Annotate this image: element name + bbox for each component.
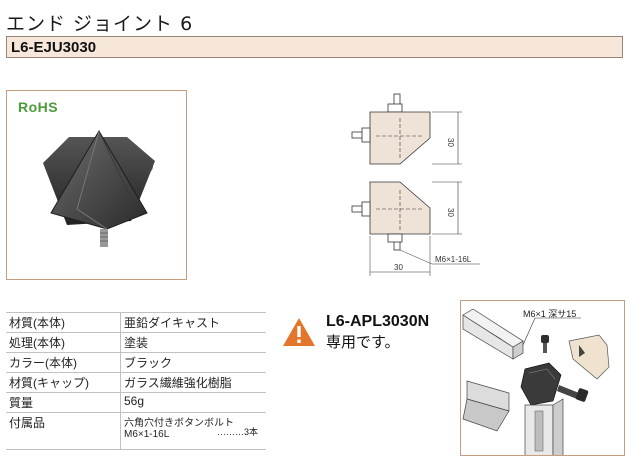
spec-key: 処理(本体) [6, 332, 121, 353]
spec-value: 56g [124, 394, 145, 408]
spec-key: 付属品 [6, 412, 121, 450]
spec-key: カラー(本体) [6, 352, 121, 373]
table-row: 付属品 六角穴付きボタンボルト M6×1-16L [6, 412, 266, 450]
notice-product-code: L6-APL3030N [326, 313, 430, 330]
dim-width: 30 [394, 263, 403, 272]
product-photo-panel: RoHS [6, 90, 187, 280]
table-row: 材質(キャップ) ガラス繊維強化樹脂 [6, 372, 266, 393]
dim-height-top: 30 [446, 138, 455, 147]
spec-value: ブラック [124, 356, 173, 370]
product-code-bar: L6-EJU3030 [6, 36, 623, 58]
spec-value: ガラス繊維強化樹脂 [124, 376, 232, 390]
spec-value: 六角穴付きボタンボルト M6×1-16L [124, 418, 234, 440]
product-photo [43, 130, 155, 247]
rohs-logo: RoHS [18, 99, 59, 115]
drawing-top-view: 30 [351, 93, 462, 165]
assembly-illustration [462, 308, 610, 455]
table-row: 処理(本体) 塗装 [6, 332, 266, 353]
table-row: 質量 56g [6, 392, 266, 413]
spec-table: 材質(本体) 亜鉛ダイキャスト 処理(本体) 塗装 カラー(本体) ブラック 材… [6, 312, 266, 450]
installation-illustration: M6×1 深サ15 [460, 300, 625, 456]
bolt-spec-label: M6×1-16L [435, 255, 472, 264]
tap-spec-label: M6×1 深サ15 [523, 309, 577, 319]
dim-height-bottom: 30 [446, 208, 455, 217]
spec-value: 亜鉛ダイキャスト [124, 316, 221, 330]
table-row: 材質(本体) 亜鉛ダイキャスト [6, 312, 266, 333]
notice-text: 専用です。 [326, 333, 400, 351]
table-row: カラー(本体) ブラック [6, 352, 266, 373]
spec-value: 塗装 [124, 336, 149, 350]
drawing-side-view: 30 30 M6×1-16L [351, 181, 480, 276]
accessory-quantity: ………3本 [217, 427, 259, 437]
page-title: エンド ジョイント 6 [6, 13, 194, 35]
product-code: L6-EJU3030 [11, 39, 97, 56]
spec-key: 質量 [6, 392, 121, 413]
warning-icon [283, 318, 315, 346]
spec-key: 材質(キャップ) [6, 372, 121, 393]
spec-key: 材質(本体) [6, 312, 121, 333]
technical-drawing: 30 30 30 M6×1-16L [351, 93, 480, 276]
